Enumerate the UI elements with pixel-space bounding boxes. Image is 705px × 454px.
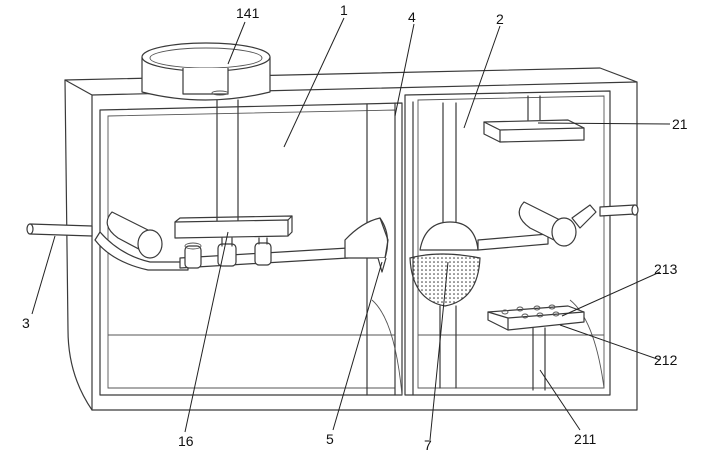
label-212: 212 — [654, 352, 678, 368]
inlet-rod — [216, 99, 239, 223]
leader-3 — [31, 235, 56, 315]
leader-7 — [429, 261, 449, 441]
valve-b — [217, 237, 237, 267]
curved-panel-right — [569, 299, 605, 389]
plate-21 — [483, 95, 585, 143]
support-column-211 — [532, 327, 546, 391]
left-elbow-pipe — [94, 211, 189, 271]
label-141: 141 — [236, 5, 260, 21]
curved-panel-left — [371, 299, 403, 396]
leader-212 — [559, 324, 661, 361]
float-rod — [442, 102, 457, 231]
label-3: 3 — [22, 315, 30, 331]
label-5: 5 — [326, 431, 334, 447]
inlet-pipe-3 — [26, 223, 93, 237]
valve-a — [184, 242, 202, 269]
leader-211 — [539, 369, 581, 431]
label-21: 21 — [672, 116, 688, 132]
label-7: 7 — [424, 437, 432, 453]
label-1: 1 — [340, 2, 348, 18]
leader-5 — [332, 261, 383, 431]
label-213: 213 — [654, 261, 678, 277]
leader-16 — [184, 231, 229, 433]
nozzle-5 — [344, 217, 389, 273]
leader-141 — [227, 21, 246, 65]
leader-4 — [394, 23, 415, 117]
distribution-bar-16 — [174, 215, 293, 239]
valve-c — [254, 237, 272, 266]
leader-2 — [463, 25, 501, 129]
leader-1 — [283, 17, 345, 148]
leader-21 — [537, 122, 671, 125]
leader-lines — [31, 17, 671, 441]
leader-213 — [561, 271, 661, 317]
perforated-plate-212 — [487, 304, 585, 331]
right-horizontal-pipe — [477, 233, 549, 251]
right-elbow-pipe — [518, 201, 639, 247]
label-211: 211 — [574, 431, 597, 447]
float-ball-7 — [409, 221, 481, 389]
label-4: 4 — [408, 9, 416, 25]
label-16: 16 — [178, 433, 194, 449]
inlet-cylinder-141 — [141, 42, 271, 101]
label-2: 2 — [496, 11, 504, 27]
